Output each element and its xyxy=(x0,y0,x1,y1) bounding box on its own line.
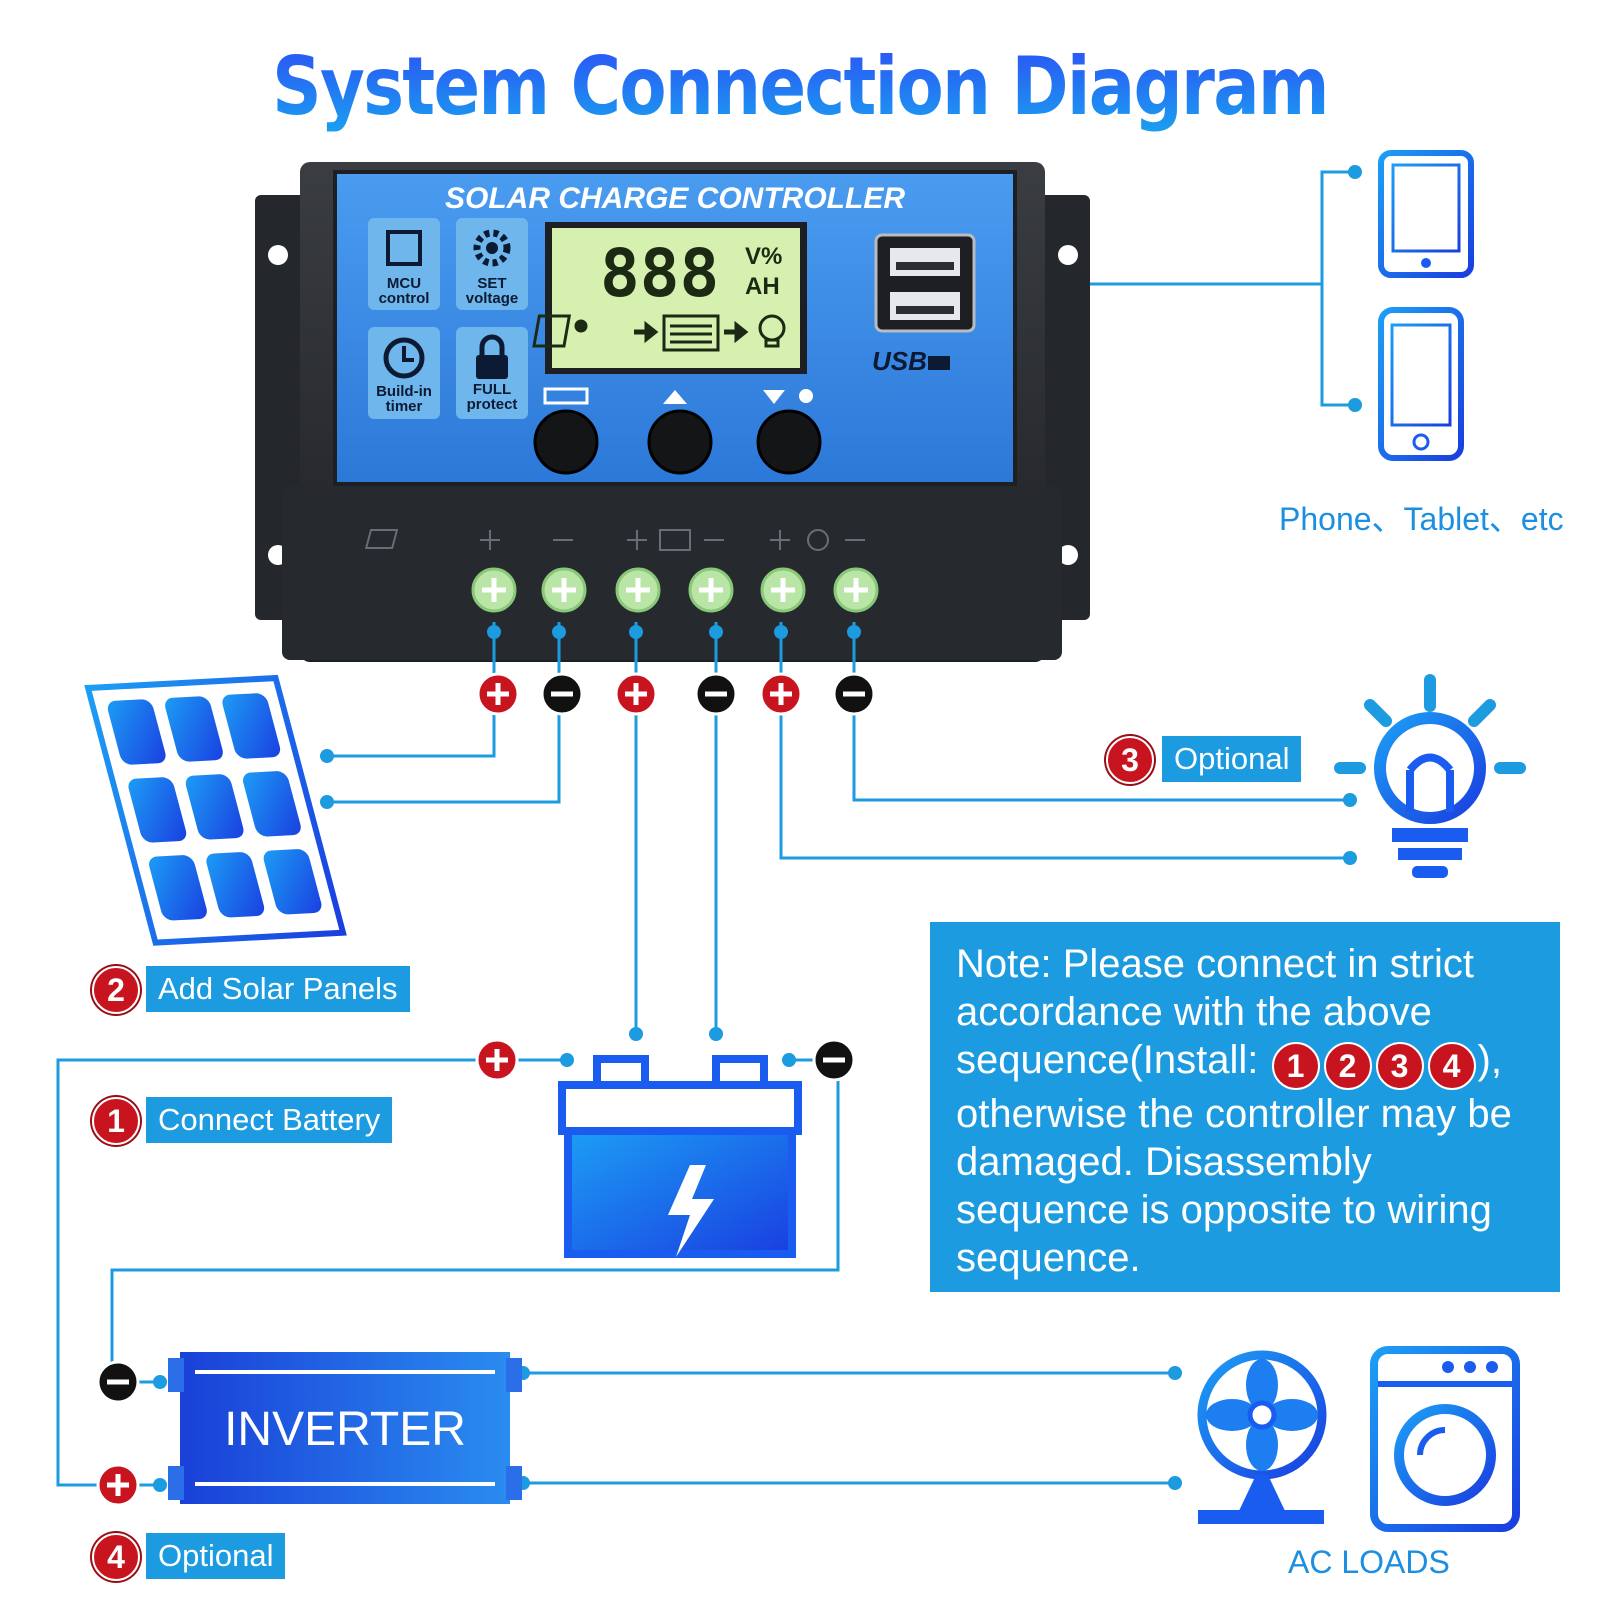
devices-label: Phone、Tablet、etc xyxy=(1279,501,1564,537)
down-icon xyxy=(763,390,785,404)
step-1-label: Connect Battery xyxy=(146,1097,393,1143)
screw-solar-positive xyxy=(471,567,517,613)
screw-load-positive xyxy=(760,567,806,613)
minus-icon xyxy=(694,672,738,716)
clock-icon xyxy=(383,337,425,379)
inverter: INVERTER xyxy=(168,1352,522,1504)
svg-text:MCU: MCU xyxy=(387,275,421,292)
terminal-screws xyxy=(471,567,879,613)
light-bulb-icon xyxy=(1334,674,1526,878)
inverter-label: INVERTER xyxy=(224,1403,466,1456)
battery-icon xyxy=(558,1055,802,1258)
svg-text:control: control xyxy=(379,290,430,307)
lcd-flow-icons xyxy=(532,314,786,352)
solar-charge-controller: SOLAR CHARGE CONTROLLER MCU control SET … xyxy=(255,162,1090,662)
svg-text:SET: SET xyxy=(477,275,506,292)
note-step-2: 2 xyxy=(1323,1042,1372,1090)
ac-loads-label: AC LOADS xyxy=(1288,1544,1450,1580)
usb-label: USB xyxy=(872,346,927,376)
svg-text:protect: protect xyxy=(467,396,518,413)
step-2-badge: 2 xyxy=(92,966,140,1014)
step-1-badge: 1 xyxy=(92,1097,140,1145)
polarity-markers xyxy=(96,672,876,1507)
minus-icon xyxy=(812,1038,856,1082)
terminal-symbols xyxy=(364,529,865,551)
plus-icon xyxy=(96,1463,140,1507)
lcd-display: 888 V% AH xyxy=(532,222,807,374)
step-4-label: Optional xyxy=(146,1533,286,1579)
note-text-after: ), otherwise the controller may be damag… xyxy=(956,1038,1512,1280)
chip-icon xyxy=(386,230,422,266)
note-step-3: 3 xyxy=(1375,1042,1424,1090)
phone-icon xyxy=(1378,307,1464,461)
screw-load-negative xyxy=(833,567,879,613)
plus-icon xyxy=(476,672,520,716)
lcd-unit-v: V% xyxy=(745,243,782,270)
note-box: Note: Please connect in strict accordanc… xyxy=(930,922,1560,1292)
tablet-icon xyxy=(1378,150,1474,278)
screw-battery-positive xyxy=(615,567,661,613)
note-text-before: Note: Please connect in strict accordanc… xyxy=(956,942,1475,1082)
feature-set-voltage: SET voltage xyxy=(456,218,528,310)
note-step-4: 4 xyxy=(1427,1042,1476,1090)
svg-text:FULL: FULL xyxy=(473,381,511,398)
battery-terminal-icon xyxy=(659,529,691,551)
battery-lcd-icon xyxy=(662,314,720,352)
controller-name: SOLAR CHARGE CONTROLLER xyxy=(445,182,905,215)
up-button xyxy=(647,409,713,475)
step-3-label: Optional xyxy=(1162,736,1302,782)
screw-solar-negative xyxy=(541,567,587,613)
minus-icon xyxy=(540,672,584,716)
feature-mcu-control: MCU control xyxy=(368,218,440,310)
panel-icon xyxy=(532,314,572,348)
solar-panel-icon xyxy=(84,674,347,946)
plus-icon xyxy=(759,672,803,716)
washing-machine-icon xyxy=(1370,1346,1520,1532)
plus-icon xyxy=(614,672,658,716)
screw-battery-negative xyxy=(688,567,734,613)
lock-icon xyxy=(479,334,505,356)
minus-icon xyxy=(96,1360,140,1404)
mode-button xyxy=(533,409,599,475)
lcd-unit-ah: AH xyxy=(745,273,780,300)
feature-full-protect: FULL protect xyxy=(456,327,528,419)
gear-icon xyxy=(473,229,511,267)
svg-text:timer: timer xyxy=(386,398,423,415)
down-button xyxy=(756,409,822,475)
fan-icon xyxy=(1197,1350,1327,1524)
lcd-digits: 888 xyxy=(600,235,719,312)
minus-icon xyxy=(832,672,876,716)
up-icon xyxy=(663,390,687,404)
step-4-badge: 4 xyxy=(92,1533,140,1581)
step-2-label: Add Solar Panels xyxy=(146,966,410,1012)
step-3-badge: 3 xyxy=(1106,736,1154,784)
usb-plug-icon xyxy=(928,356,950,370)
plus-icon xyxy=(475,1038,519,1082)
mode-icon xyxy=(543,387,589,405)
panel-terminal-icon xyxy=(364,529,399,549)
svg-text:Build-in: Build-in xyxy=(376,383,432,400)
note-step-1: 1 xyxy=(1271,1042,1320,1090)
lightning-icon xyxy=(668,1165,714,1257)
page-title: System Connection Diagram xyxy=(112,40,1488,133)
sun-icon xyxy=(574,319,588,333)
usb-ports: USB xyxy=(872,233,976,376)
load-terminal-icon xyxy=(807,529,829,551)
controller-buttons xyxy=(533,387,822,475)
feature-build-in-timer: Build-in timer xyxy=(368,327,440,419)
svg-text:voltage: voltage xyxy=(466,290,519,307)
